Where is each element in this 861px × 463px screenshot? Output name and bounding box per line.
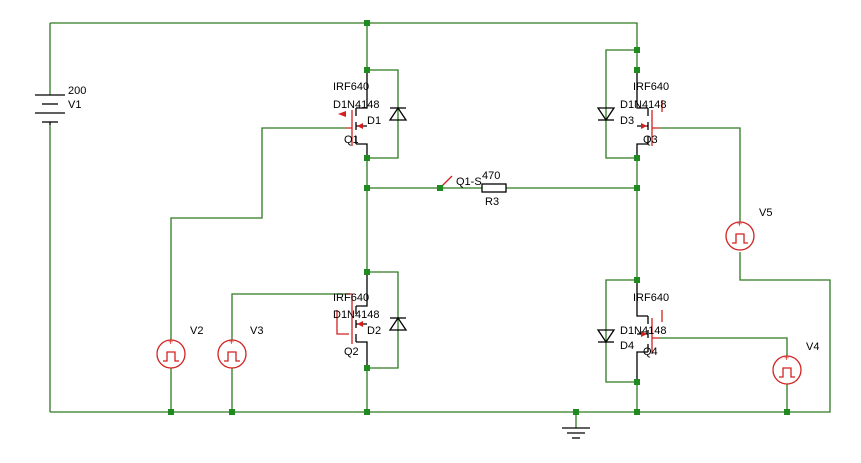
node: [364, 269, 370, 275]
junction-nodes: [168, 20, 790, 415]
battery-name: V1: [68, 99, 81, 111]
d3-ref-label: D3: [620, 115, 634, 127]
node: [168, 409, 174, 415]
node: [784, 409, 790, 415]
d4-ref-label: D4: [620, 340, 634, 352]
wire-q3-gate: [660, 127, 741, 222]
pulse-source-v3[interactable]: +: [217, 337, 247, 369]
v5-label: V5: [759, 207, 772, 219]
svg-text:+: +: [168, 337, 173, 347]
node: [634, 379, 640, 385]
q2-ref-label: Q2: [344, 346, 359, 358]
battery-v1[interactable]: 200 V1: [35, 85, 86, 125]
mosfet-q2[interactable]: [336, 272, 368, 368]
wire-d4-loop: [605, 279, 637, 383]
node: [364, 185, 370, 191]
ground-icon[interactable]: [562, 427, 590, 439]
q3-ref-label: Q3: [643, 134, 658, 146]
probe-label: Q1-S: [456, 176, 482, 188]
q3-model-label: IRF640: [633, 81, 669, 93]
resistor-r3[interactable]: [481, 183, 507, 193]
wire-q2-gate: [231, 293, 345, 340]
wire-bottom-rail: [50, 252, 831, 413]
node: [364, 365, 370, 371]
pulse-source-v2[interactable]: +: [156, 337, 186, 369]
node: [634, 409, 640, 415]
wires: [49, 22, 831, 428]
q1-model-label: IRF640: [333, 81, 369, 93]
svg-text:+: +: [784, 353, 789, 363]
svg-text:+: +: [737, 219, 742, 229]
d2-model-label: D1N4148: [333, 309, 379, 321]
d3-model-label: D1N4148: [620, 99, 666, 111]
pulse-source-v5[interactable]: +: [725, 219, 755, 251]
node: [634, 277, 640, 283]
wire-d1-loop: [367, 69, 399, 159]
node: [364, 67, 370, 73]
node: [634, 47, 640, 53]
wire-q4-gate: [660, 337, 788, 356]
node: [229, 409, 235, 415]
q4-ref-label: Q4: [643, 346, 658, 358]
node: [634, 185, 640, 191]
node: [364, 20, 370, 26]
v2-label: V2: [190, 325, 203, 337]
mosfet-q1[interactable]: [338, 70, 368, 158]
node: [364, 155, 370, 161]
node: [634, 67, 640, 73]
wire-d3-loop: [605, 49, 637, 159]
d1-model-label: D1N4148: [333, 99, 379, 111]
q4-model-label: IRF640: [633, 292, 669, 304]
d4-model-label: D1N4148: [620, 325, 666, 337]
wire-q1-gate: [170, 127, 345, 340]
v4-label: V4: [806, 341, 819, 353]
q2-model-label: IRF640: [333, 292, 369, 304]
diode-d1[interactable]: [388, 106, 408, 121]
svg-text:+: +: [229, 337, 234, 347]
battery-value: 200: [68, 85, 86, 97]
r3-value-label: 470: [482, 170, 500, 182]
wire-top-rail: [50, 22, 638, 50]
node: [364, 409, 370, 415]
diode-d4[interactable]: [596, 329, 616, 344]
diode-d2[interactable]: [388, 316, 408, 331]
node: [573, 409, 579, 415]
pulse-source-v4[interactable]: +: [772, 353, 802, 385]
diode-d3[interactable]: [596, 107, 616, 122]
node: [634, 155, 640, 161]
mosfet-q4[interactable]: [636, 280, 663, 382]
mosfet-q3[interactable]: [636, 70, 663, 158]
node: [437, 185, 443, 191]
q1-ref-label: Q1: [344, 134, 359, 146]
v3-label: V3: [250, 325, 263, 337]
wire-d2-loop: [367, 271, 399, 369]
d1-ref-label: D1: [367, 115, 381, 127]
d2-ref-label: D2: [367, 325, 381, 337]
r3-ref-label: R3: [485, 196, 499, 208]
